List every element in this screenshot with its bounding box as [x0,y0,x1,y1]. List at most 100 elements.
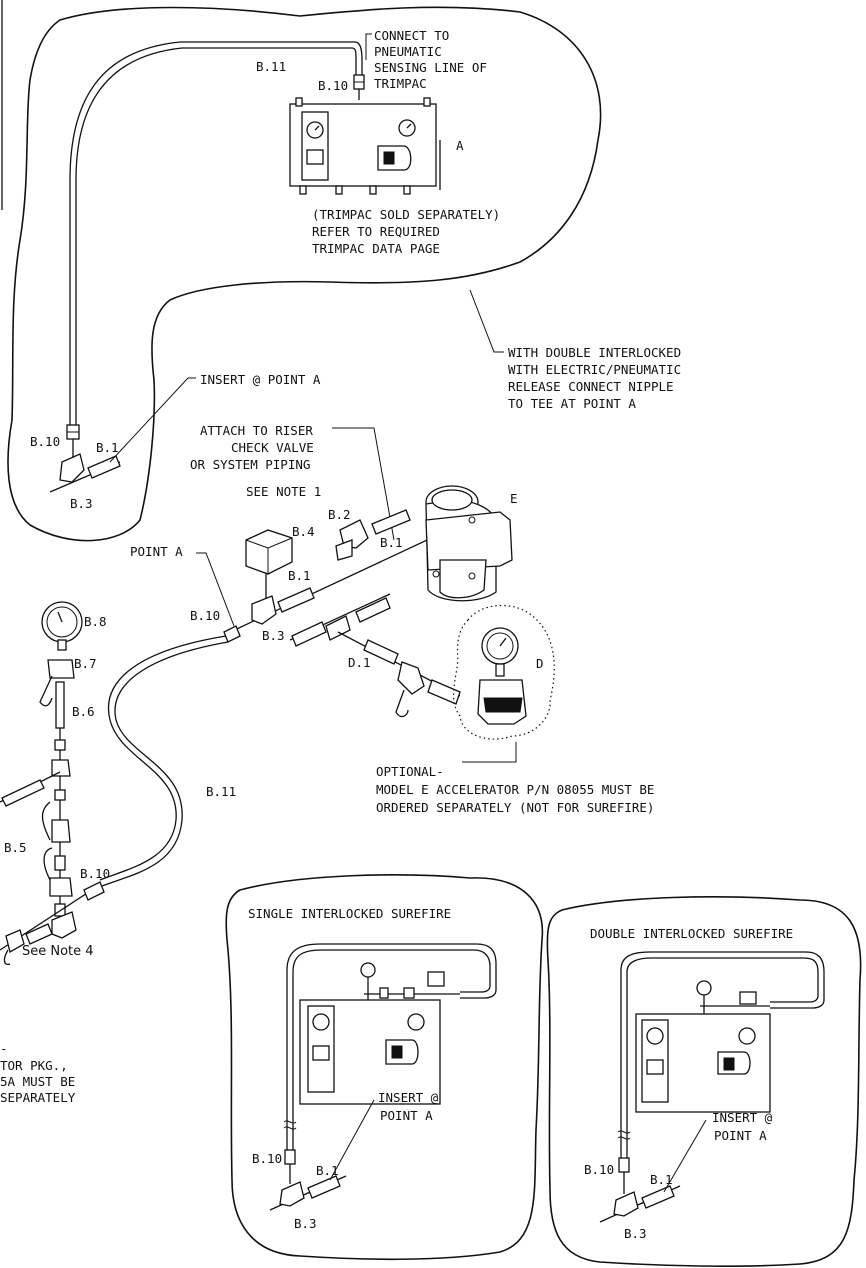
tube-label-b11-top: B.11 [256,59,286,74]
trimpac-cabinet [289,97,441,195]
connect-note-line-2: PNEUMATIC [374,44,442,59]
label-d: D [536,656,544,671]
sensing-tube [69,41,363,425]
partial-note-line-1: - [0,1041,8,1056]
label-d1: D.1 [348,655,371,670]
left-trim-assembly [0,601,105,966]
riser-check-valve [425,485,513,602]
attach-note-line-2: CHECK VALVE [231,440,314,455]
connect-note-line-1: CONNECT TO [374,28,449,43]
nipple-label: B.1 [96,440,119,455]
gauge-icon [646,1027,664,1045]
single-b10: B.10 [252,1151,282,1166]
nipple-b6 [55,681,65,729]
switch-icon [427,971,445,987]
double-b10: B.10 [584,1162,614,1177]
partial-note-line-2: TOR PKG., [0,1058,68,1073]
accelerator-note-line-1: OPTIONAL- [376,764,444,779]
single-surefire-detail [225,874,544,1261]
interlock-note-line-2: WITH ELECTRIC/PNEUMATIC [508,362,681,377]
point-a-label: POINT A [130,544,183,559]
interlock-note-line-4: TO TEE AT POINT A [508,396,636,411]
interlock-note-leader [469,289,504,353]
switch-icon [739,991,757,1005]
attach-note-line-3: OR SYSTEM PIPING [190,457,310,472]
single-surefire-cloud [225,874,544,1261]
connect-note-leader [365,33,372,60]
double-insert-note-1: INSERT @ [712,1110,773,1125]
label-b3: B.3 [262,628,285,643]
insert-note-leader [109,377,196,463]
tee-fitting [59,453,85,483]
partial-note-line-4: SEPARATELY [0,1090,76,1105]
accelerator-note-line-3: ORDERED SEPARATELY (NOT FOR SUREFIRE) [376,800,654,815]
double-insert-note-2: POINT A [714,1128,767,1143]
nipple-right [371,509,411,535]
main-assembly [99,485,555,887]
single-insert-note-2: POINT A [380,1108,433,1123]
partial-note-line-3: 5A MUST BE [0,1074,75,1089]
interlock-note-line-3: RELEASE CONNECT NIPPLE [508,379,674,394]
trimpac-note-line-3: TRIMPAC DATA PAGE [312,241,440,256]
accelerator-note-line-2: MODEL E ACCELERATOR P/N 08055 MUST BE [376,782,654,797]
valve-b7 [47,659,75,679]
pressure-switch [245,529,293,575]
sensing-tube-inner [75,47,357,425]
attach-note-line-1: ATTACH TO RISER [200,423,313,438]
label-b10: B.10 [190,608,220,623]
double-b3: B.3 [624,1226,647,1241]
insert-note: INSERT @ POINT A [200,372,321,387]
single-b1: B.1 [316,1163,339,1178]
attach-note-leader [332,427,395,541]
single-surefire-title: SINGLE INTERLOCKED SUREFIRE [248,906,451,921]
label-b4: B.4 [292,524,315,539]
label-b2: B.2 [328,507,351,522]
tee-label: B.3 [70,496,93,511]
lower-fitting-label: B.10 [30,434,60,449]
label-b5: B.5 [4,840,27,855]
single-insert-note-1: INSERT @ [378,1090,439,1105]
single-b3: B.3 [294,1216,317,1231]
trimpac-note-line-1: (TRIMPAC SOLD SEPARATELY) [312,207,500,222]
gauge-icon [312,1013,330,1031]
connect-note-line-4: TRIMPAC [374,76,427,91]
see-note-4: See Note 4 [22,944,94,959]
fitting-b10 [223,625,241,643]
ball-valve [397,661,425,695]
accelerator-note-leader [462,742,517,763]
double-b1: B.1 [650,1172,673,1187]
double-surefire-title: DOUBLE INTERLOCKED SUREFIRE [590,926,793,941]
tee-d1 [325,615,351,641]
label-b10-left: B.10 [80,866,110,881]
label-b1-left: B.1 [288,568,311,583]
double-surefire-detail [546,896,862,1267]
trimpac-detail-cloud [7,6,602,542]
label-b6: B.6 [72,704,95,719]
valve-label-e: E [510,491,518,506]
trimpac-note-line-2: REFER TO REQUIRED [312,224,440,239]
upper-fitting-label: B.10 [318,78,348,93]
nipple-left [277,587,315,613]
point-a-leader [196,552,235,627]
interlock-note-line-1: WITH DOUBLE INTERLOCKED [508,345,681,360]
label-b8: B.8 [84,614,107,629]
gauge-icon [360,962,376,978]
tee-bottom [51,911,77,939]
label-b11: B.11 [206,784,236,799]
tube-b11 [99,635,227,881]
connect-note-line-3: SENSING LINE OF [374,60,487,75]
attach-note-line-4: SEE NOTE 1 [246,484,321,499]
valve-b5 [49,877,73,897]
accelerator-cloud [452,604,555,740]
nipple-fitting [87,455,121,479]
label-b7: B.7 [74,656,97,671]
trimpac-label: A [456,138,464,153]
gauge-icon [407,1013,425,1031]
double-surefire-cloud [546,896,862,1267]
label-b1-right: B.1 [380,535,403,550]
gauge-icon [738,1027,756,1045]
gauge-icon [696,980,712,996]
cloud-outline-top [7,6,602,542]
tee-b3 [251,595,277,625]
